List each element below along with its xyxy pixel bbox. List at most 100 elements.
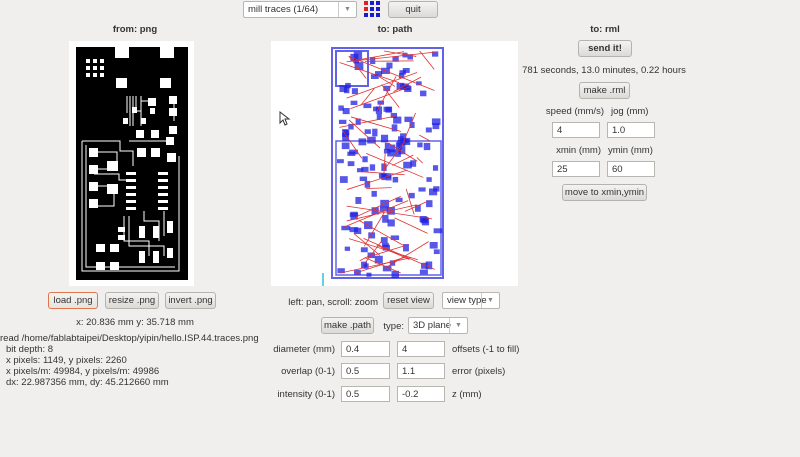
pad-path	[433, 249, 440, 255]
xmin-label: xmin (mm)	[556, 145, 601, 156]
z-label: z (mm)	[452, 389, 482, 400]
move-path	[384, 241, 429, 269]
jog-label: jog (mm)	[611, 106, 649, 117]
load-png-button[interactable]: load .png	[48, 292, 98, 309]
move-path	[343, 131, 363, 159]
pad-path	[364, 129, 371, 134]
quit-button[interactable]: quit	[388, 1, 438, 18]
move-path	[346, 51, 435, 63]
process-select[interactable]: mill traces (1/64) ▼	[243, 1, 357, 18]
pad-path	[429, 242, 438, 249]
xmin-input[interactable]	[552, 161, 600, 177]
toolpath-canvas[interactable]	[271, 41, 518, 286]
pcb-image	[76, 47, 188, 280]
pad-path	[400, 83, 409, 90]
pad-path	[383, 106, 392, 112]
pad-path	[403, 244, 409, 252]
pad-path	[337, 268, 345, 274]
pad-path	[371, 207, 379, 215]
path-type-select[interactable]: 3D plane▼	[408, 317, 468, 334]
pad-path	[392, 176, 399, 183]
pad-path	[390, 235, 400, 241]
time-estimate: 781 seconds, 13.0 minutes, 0.22 hours	[522, 65, 686, 76]
mouse-cursor-icon	[279, 111, 291, 126]
pad-path	[400, 133, 407, 142]
pad-path	[398, 146, 406, 155]
intensity-input[interactable]	[341, 386, 390, 402]
reset-view-button[interactable]: reset view	[383, 292, 434, 309]
pad-path	[398, 73, 405, 79]
move-path	[364, 257, 401, 274]
pad-path	[395, 197, 403, 203]
overlap-label: overlap (0-1)	[281, 366, 335, 377]
pad-path	[431, 118, 441, 126]
pad-path	[376, 114, 382, 120]
pad-path	[400, 138, 409, 144]
overlap-input[interactable]	[341, 363, 390, 379]
resize-png-button[interactable]: resize .png	[105, 292, 159, 309]
invert-png-button[interactable]: invert .png	[165, 292, 216, 309]
view-type-select[interactable]: view type▼	[442, 292, 500, 309]
pad-path	[355, 196, 362, 204]
move-path	[346, 204, 417, 222]
pad-path	[364, 180, 371, 188]
path-type-value: 3D plane	[413, 320, 452, 331]
pad-path	[380, 237, 388, 243]
ymin-input[interactable]	[607, 161, 655, 177]
move-path	[419, 134, 430, 141]
move-path	[346, 205, 433, 220]
pad-path	[387, 219, 395, 227]
move-path	[419, 50, 435, 70]
pad-path	[425, 127, 432, 133]
make-rml-button[interactable]: make .rml	[579, 82, 630, 99]
rml-title: to: rml	[590, 24, 620, 35]
pad-path	[380, 134, 389, 143]
move-path	[359, 253, 373, 262]
move-path	[387, 142, 418, 162]
move-to-xmin-ymin-button[interactable]: move to xmin,ymin	[562, 184, 647, 201]
move-path	[365, 187, 392, 189]
process-select-value: mill traces (1/64)	[248, 4, 319, 15]
move-path	[416, 157, 423, 164]
error-input[interactable]	[397, 363, 445, 379]
pad-path	[433, 228, 443, 234]
pad-path	[361, 261, 368, 269]
z-input[interactable]	[397, 386, 445, 402]
path-view[interactable]	[271, 41, 518, 286]
speed-input[interactable]	[552, 122, 600, 138]
pad-path	[360, 247, 368, 253]
pad-path	[382, 244, 390, 251]
png-preview[interactable]	[69, 41, 194, 286]
view-hint: left: pan, scroll: zoom	[288, 297, 378, 308]
offsets-input[interactable]	[397, 341, 445, 357]
make-path-button[interactable]: make .path	[321, 317, 374, 334]
pad-path	[390, 112, 398, 118]
pad-path	[410, 160, 417, 167]
pad-path	[421, 262, 428, 269]
chevron-down-icon: ▼	[481, 293, 499, 308]
pad-path	[381, 172, 387, 181]
pad-path	[375, 71, 383, 77]
pad-path	[347, 151, 356, 156]
move-path	[394, 217, 428, 234]
jog-input[interactable]	[607, 122, 655, 138]
pad-path	[404, 116, 413, 123]
pad-path	[344, 246, 351, 251]
pad-path	[386, 62, 393, 69]
send-it-button[interactable]: send it!	[578, 40, 632, 57]
pad-path	[402, 68, 410, 73]
pad-path	[368, 232, 376, 239]
pad-path	[372, 128, 378, 137]
pad-path	[344, 86, 350, 94]
pad-path	[354, 62, 364, 70]
diameter-input[interactable]	[341, 341, 390, 357]
move-path	[361, 171, 405, 176]
view-type-value: view type	[447, 295, 487, 306]
move-path	[360, 88, 375, 106]
grid-icon[interactable]	[364, 1, 381, 17]
offsets-label: offsets (-1 to fill)	[452, 344, 520, 355]
pad-path	[355, 118, 361, 125]
pad-path	[409, 122, 415, 129]
pad-path	[338, 105, 344, 111]
pad-path	[389, 260, 396, 266]
